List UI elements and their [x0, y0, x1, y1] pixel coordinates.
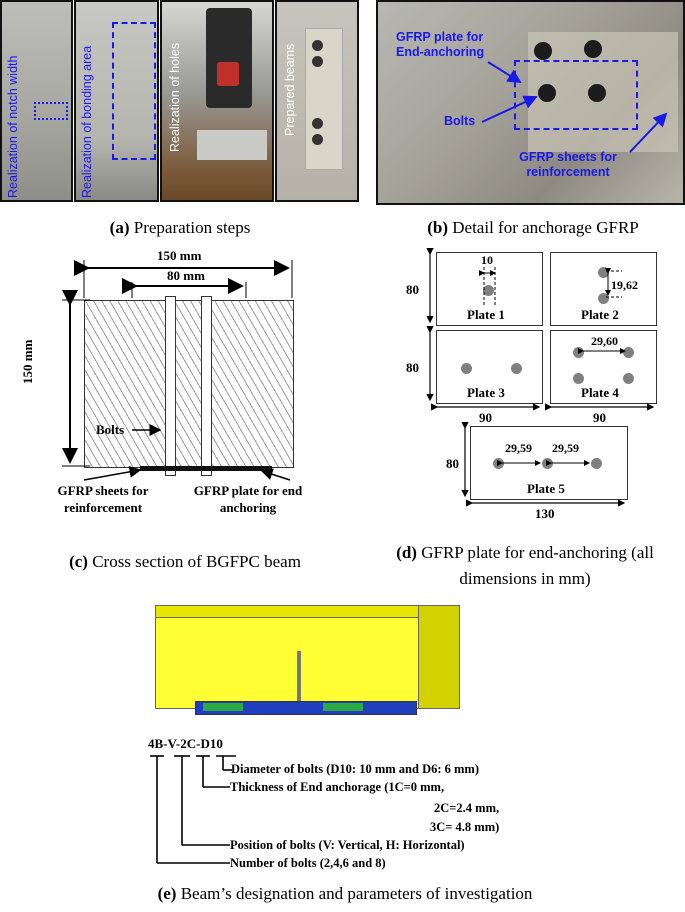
- hole: [573, 373, 584, 384]
- prepared-hole: [312, 118, 323, 129]
- cross-section-dims: [62, 260, 293, 481]
- dim-150-height: 150 mm: [20, 339, 35, 384]
- dim-80-width: 80 mm: [167, 268, 205, 283]
- bolt: [538, 84, 556, 102]
- bolt: [588, 84, 606, 102]
- hole: [511, 363, 522, 374]
- beam-notch: [297, 651, 301, 705]
- plate-2: Plate 2: [550, 252, 657, 326]
- item-thickness-3c: 3C= 4.8 mm): [430, 820, 500, 834]
- photo-label-prepared: Prepared beams: [283, 43, 297, 136]
- photo-b-arrows: [481, 61, 668, 153]
- plate-1-title: Plate 1: [467, 307, 505, 322]
- beam-block: [197, 130, 267, 160]
- plate-5-dim-1: 29,59: [505, 441, 532, 455]
- photo-label-bonding: Realization of bonding area: [80, 45, 94, 198]
- plate-dimension-lines: [426, 248, 655, 507]
- plate-3: Plate 3: [436, 330, 543, 404]
- prepared-plate: [305, 28, 343, 170]
- caption-b: (b) Detail for anchorage GFRP: [427, 218, 639, 237]
- plate-5-dim-2: 29,59: [552, 441, 579, 455]
- label-bolts: Bolts: [444, 114, 476, 128]
- hole: [598, 293, 609, 304]
- prepared-hole: [312, 56, 323, 67]
- bonding-marker: [112, 22, 156, 160]
- plate-2-dim: 19,62: [611, 278, 638, 292]
- drill-chuck: [217, 62, 239, 86]
- bolt-shaft: [201, 296, 212, 476]
- label-gfrp-sheets-c: GFRP sheets for reinforcement: [57, 483, 149, 515]
- plate-1-dim: 10: [481, 253, 493, 267]
- photo-anchorage: GFRP plate for End-anchoring Bolts GFRP …: [376, 0, 685, 205]
- dim-150-width: 150 mm: [157, 248, 202, 263]
- item-thickness-2c: 2C=2.4 mm,: [434, 801, 500, 815]
- drill-press: [206, 8, 252, 108]
- photo-label-notch: Realization of notch width: [6, 55, 20, 198]
- dim-90-right: 90: [593, 410, 606, 425]
- plate-4: Plate 4: [550, 330, 657, 404]
- beam-side-face: [418, 605, 460, 709]
- plate-4-title: Plate 4: [581, 385, 619, 400]
- plate-2-title: Plate 2: [581, 307, 619, 322]
- caption-e: (e) Beam’s designation and parameters of…: [157, 884, 533, 903]
- item-number: Number of bolts (2,4,6 and 8): [230, 856, 386, 870]
- bolt: [534, 42, 552, 60]
- beam-front-face: [155, 617, 419, 709]
- plate-4-dim: 29,60: [591, 334, 618, 348]
- gfrp-plate-bar: [140, 466, 272, 471]
- dim-80-row2: 80: [406, 360, 419, 375]
- caption-c: (c) Cross section of BGFPC beam: [69, 552, 301, 571]
- photo-notch-width: Realization of notch width: [0, 0, 73, 202]
- dim-90-left: 90: [479, 410, 492, 425]
- prepared-hole: [312, 40, 323, 51]
- plate-3-title: Plate 3: [467, 385, 505, 400]
- dim-130: 130: [535, 506, 555, 521]
- item-position: Position of bolts (V: Vertical, H: Horiz…: [230, 838, 465, 852]
- photo-holes: Realization of holes: [160, 0, 274, 202]
- hole: [623, 347, 634, 358]
- photo-bonding-area: Realization of bonding area: [74, 0, 159, 202]
- plate-outline: [514, 60, 638, 130]
- hole: [461, 363, 472, 374]
- designation-brackets: [150, 755, 236, 864]
- designation-code: 4B-V-2C-D10: [148, 736, 223, 751]
- label-gfrp-plate: GFRP plate for End-anchoring: [396, 30, 485, 59]
- bolt: [584, 40, 602, 58]
- label-bolts-c: Bolts: [96, 422, 125, 437]
- dim-80-row1: 80: [406, 282, 419, 297]
- label-gfrp-sheets: GFRP sheets for reinforcement: [519, 150, 617, 179]
- cross-section-beam: [84, 300, 294, 468]
- item-thickness: Thickness of End anchorage (1C=0 mm,: [230, 780, 445, 794]
- plate-1: Plate 1: [436, 252, 543, 326]
- plate-5-title: Plate 5: [527, 481, 565, 496]
- green-sheet-right: [323, 703, 363, 711]
- photo-label-holes: Realization of holes: [168, 42, 182, 152]
- dim-80-row3: 80: [446, 456, 459, 471]
- hole: [591, 458, 602, 469]
- beam-3d-render: [155, 605, 465, 720]
- notch-marker: [34, 102, 68, 120]
- hole: [598, 267, 609, 278]
- caption-d: (d) GFRP plate for end-anchoring (all di…: [396, 543, 654, 588]
- photo-prepared-beams: Prepared beams: [275, 0, 359, 202]
- hole: [623, 373, 634, 384]
- item-diameter: Diameter of bolts (D10: 10 mm and D6: 6 …: [231, 762, 479, 776]
- green-sheet-left: [203, 703, 243, 711]
- bolt-shaft: [165, 296, 176, 476]
- prepared-hole: [312, 134, 323, 145]
- label-gfrp-plate-c: GFRP plate for end anchoring: [193, 483, 303, 515]
- hole: [483, 285, 494, 296]
- caption-a: (a) Preparation steps: [109, 218, 251, 237]
